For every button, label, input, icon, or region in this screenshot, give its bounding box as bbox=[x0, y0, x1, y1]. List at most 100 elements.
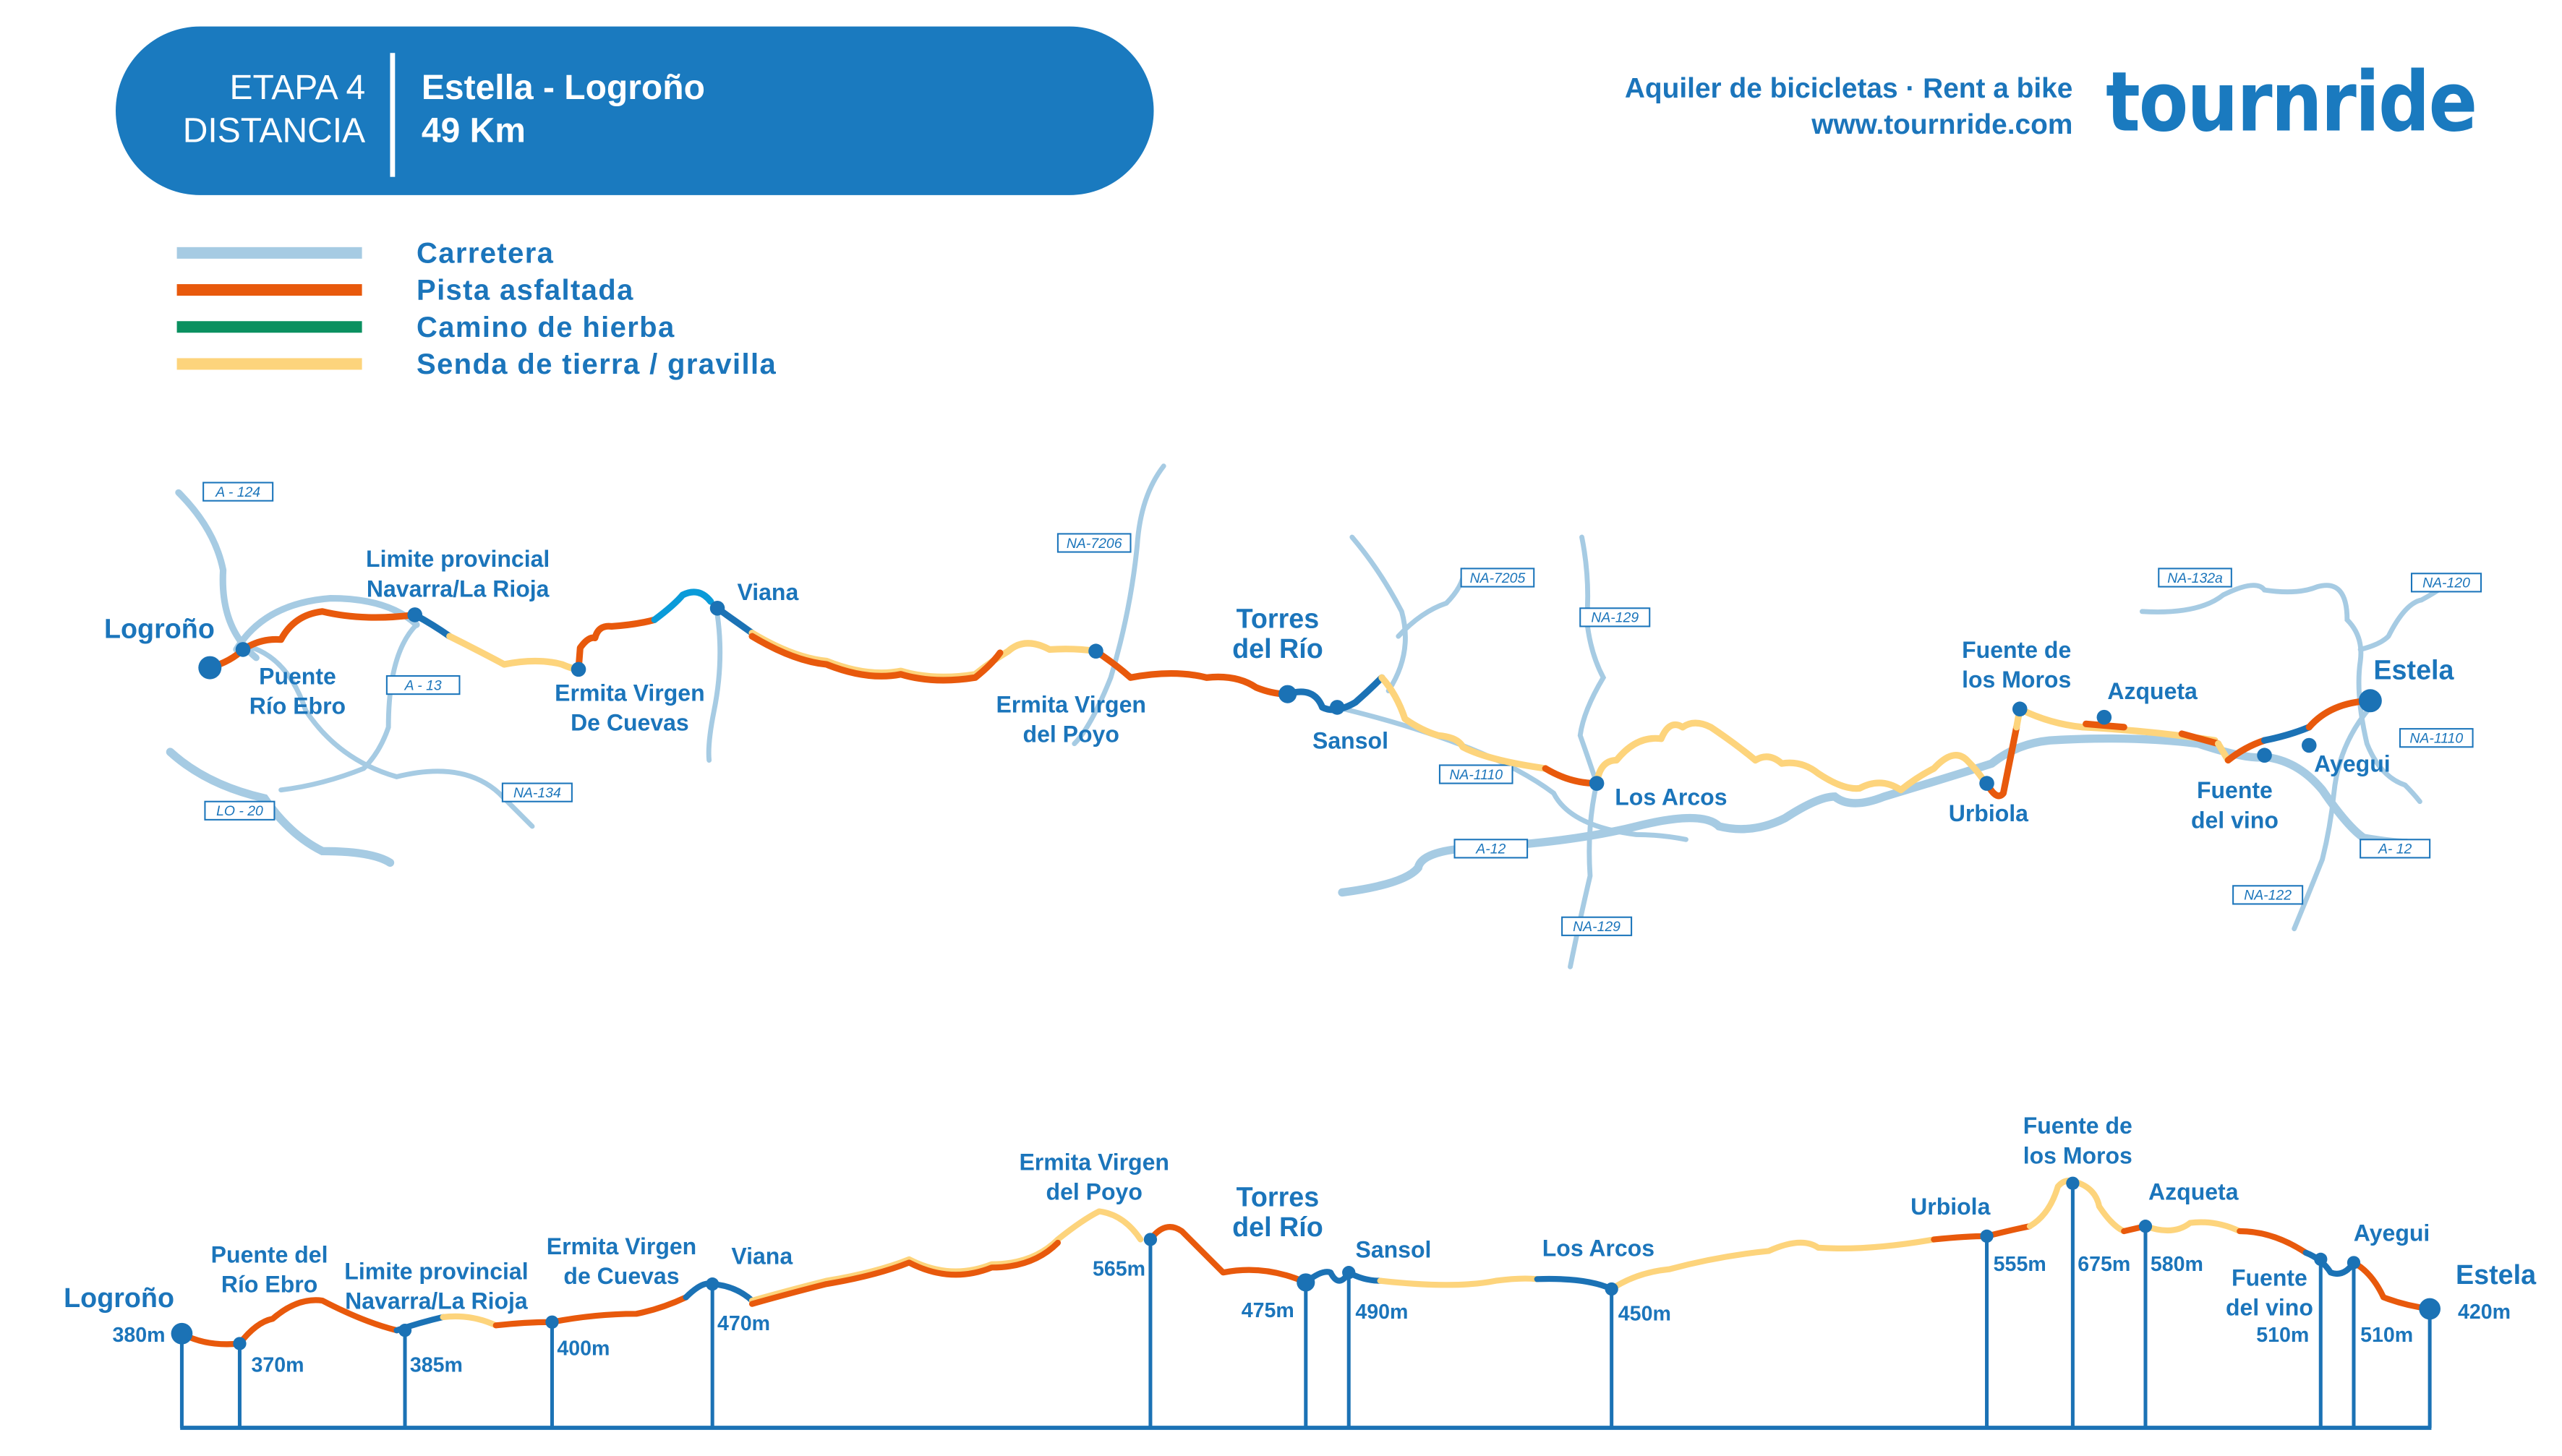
stage-label: ETAPA 4 bbox=[230, 69, 366, 107]
road-tag-label: NA-132a bbox=[2167, 570, 2223, 586]
station-marker bbox=[1297, 1273, 1315, 1292]
station-marker bbox=[2066, 1176, 2080, 1190]
route-segment-asphalt bbox=[1092, 648, 1291, 698]
route-segment-asphalt bbox=[575, 616, 658, 673]
station-marker bbox=[233, 1337, 247, 1350]
legend-swatch-camino-de-hierba bbox=[176, 321, 362, 333]
station-elevation: 510m bbox=[2256, 1324, 2309, 1347]
place-label: Ermita Virgen bbox=[555, 680, 704, 706]
profile-segment-road bbox=[1302, 1269, 1383, 1286]
place-sansol: Sansol bbox=[1312, 700, 1388, 754]
place-label: Sansol bbox=[1312, 728, 1388, 754]
road-lo20 bbox=[166, 748, 395, 868]
road-na7206 bbox=[1072, 463, 1166, 747]
place-label: Urbiola bbox=[1949, 800, 2028, 826]
profile-segment-dirt bbox=[748, 1208, 1144, 1304]
station-elevation: 555m bbox=[1994, 1253, 2046, 1276]
station-elevation: 400m bbox=[557, 1337, 610, 1360]
station-name: Puente del bbox=[211, 1241, 328, 1267]
road-tag-label: A - 124 bbox=[215, 484, 260, 500]
place-label: los Moros bbox=[1962, 667, 2071, 693]
station-elevation: 385m bbox=[410, 1353, 463, 1376]
profile-segment-asphalt bbox=[1147, 1224, 1309, 1286]
legend-swatch-pista-asfaltada bbox=[176, 284, 362, 296]
place-label: Fuente bbox=[2197, 777, 2273, 803]
station-elevation: 450m bbox=[1618, 1302, 1671, 1325]
place-label: Fuente de bbox=[1962, 637, 2071, 663]
place-marker bbox=[1589, 776, 1605, 791]
road-viana bbox=[706, 612, 723, 763]
road-tag-label: A-12 bbox=[1475, 842, 1506, 857]
station-name: Río Ebro bbox=[221, 1272, 317, 1298]
station-name: Azqueta bbox=[2148, 1179, 2239, 1205]
profile-segment-asphalt bbox=[2237, 1228, 2309, 1256]
station-name: Ayegui bbox=[2354, 1220, 2430, 1246]
route-segment-road bbox=[2260, 724, 2313, 744]
place-label: Azqueta bbox=[2107, 678, 2198, 704]
road-tag-lo-20: LO - 20 bbox=[204, 800, 276, 821]
route-segment-dirt bbox=[1593, 719, 1987, 794]
tagline: Aquiler de bicicletas · Rent a bike bbox=[1625, 73, 2073, 104]
road-tag-label: NA-1110 bbox=[2409, 731, 2463, 747]
station-marker bbox=[2314, 1252, 2328, 1267]
road-tag-label: NA-129 bbox=[1573, 919, 1621, 935]
station-elevation: 565m bbox=[1093, 1258, 1145, 1281]
legend-label: Senda de tierra / gravilla bbox=[417, 348, 777, 380]
road-tag-na-132a: NA-132a bbox=[2158, 568, 2232, 588]
place-label: Limite provincial bbox=[366, 546, 550, 572]
place-marker bbox=[2257, 748, 2272, 763]
place-label: De Cuevas bbox=[571, 709, 689, 735]
road-na132a bbox=[2139, 583, 2422, 805]
route-segment-asphalt bbox=[1983, 724, 2020, 800]
profile-segment-dirt bbox=[2142, 1219, 2243, 1235]
road-tag-a-12: A- 12 bbox=[2360, 839, 2431, 859]
station-ayegui: Ayegui 510m bbox=[2347, 1220, 2430, 1429]
station-name: Urbiola bbox=[1910, 1194, 1990, 1220]
place-label: Puente bbox=[259, 663, 336, 689]
header-divider bbox=[390, 53, 396, 177]
place-marker bbox=[235, 642, 251, 657]
road-tag-label: A- 12 bbox=[2378, 842, 2412, 857]
route-segment-dirt bbox=[2013, 706, 2219, 744]
profile-segment-asphalt bbox=[179, 1297, 400, 1348]
profile-segment-dirt bbox=[440, 1313, 499, 1329]
station-marker bbox=[545, 1315, 559, 1329]
place-ermita-virgen-de-cuevas: Ermita Virgen De Cuevas bbox=[555, 661, 705, 735]
website-link[interactable]: www.tournride.com bbox=[1811, 109, 2072, 140]
profile-segment-dirt bbox=[1608, 1236, 1937, 1293]
station-marker bbox=[171, 1322, 193, 1345]
station-elevation: 475m bbox=[1242, 1299, 1294, 1322]
place-label: Torres bbox=[1237, 604, 1320, 634]
place-label: del Río bbox=[1232, 633, 1323, 664]
place-label: Río Ebro bbox=[249, 693, 346, 719]
legend-label: Carretera bbox=[417, 238, 554, 270]
place-viana: Viana bbox=[709, 579, 798, 616]
station-name: Navarra/La Rioja bbox=[345, 1288, 528, 1314]
route-segment-asphalt bbox=[2083, 720, 2222, 748]
road-tag-a-13: A - 13 bbox=[385, 675, 461, 695]
station-urbiola: Urbiola 555m bbox=[1910, 1194, 2046, 1429]
place-marker bbox=[407, 607, 423, 622]
road-loop bbox=[233, 594, 420, 653]
station-name: del vino bbox=[2226, 1295, 2313, 1321]
station-name: los Moros bbox=[2023, 1142, 2132, 1168]
place-label: Ayegui bbox=[2314, 751, 2391, 777]
route-title: Estella - Logroño bbox=[422, 69, 705, 107]
place-marker bbox=[1329, 700, 1345, 715]
station-name: Ermita Virgen bbox=[547, 1233, 696, 1259]
road-tag-label: LO - 20 bbox=[216, 803, 263, 819]
place-logrono: Logroño bbox=[104, 613, 222, 680]
route-segment-asphalt bbox=[1542, 765, 1600, 787]
station-elevation: 510m bbox=[2360, 1324, 2413, 1347]
station-name: Sansol bbox=[1355, 1237, 1431, 1263]
